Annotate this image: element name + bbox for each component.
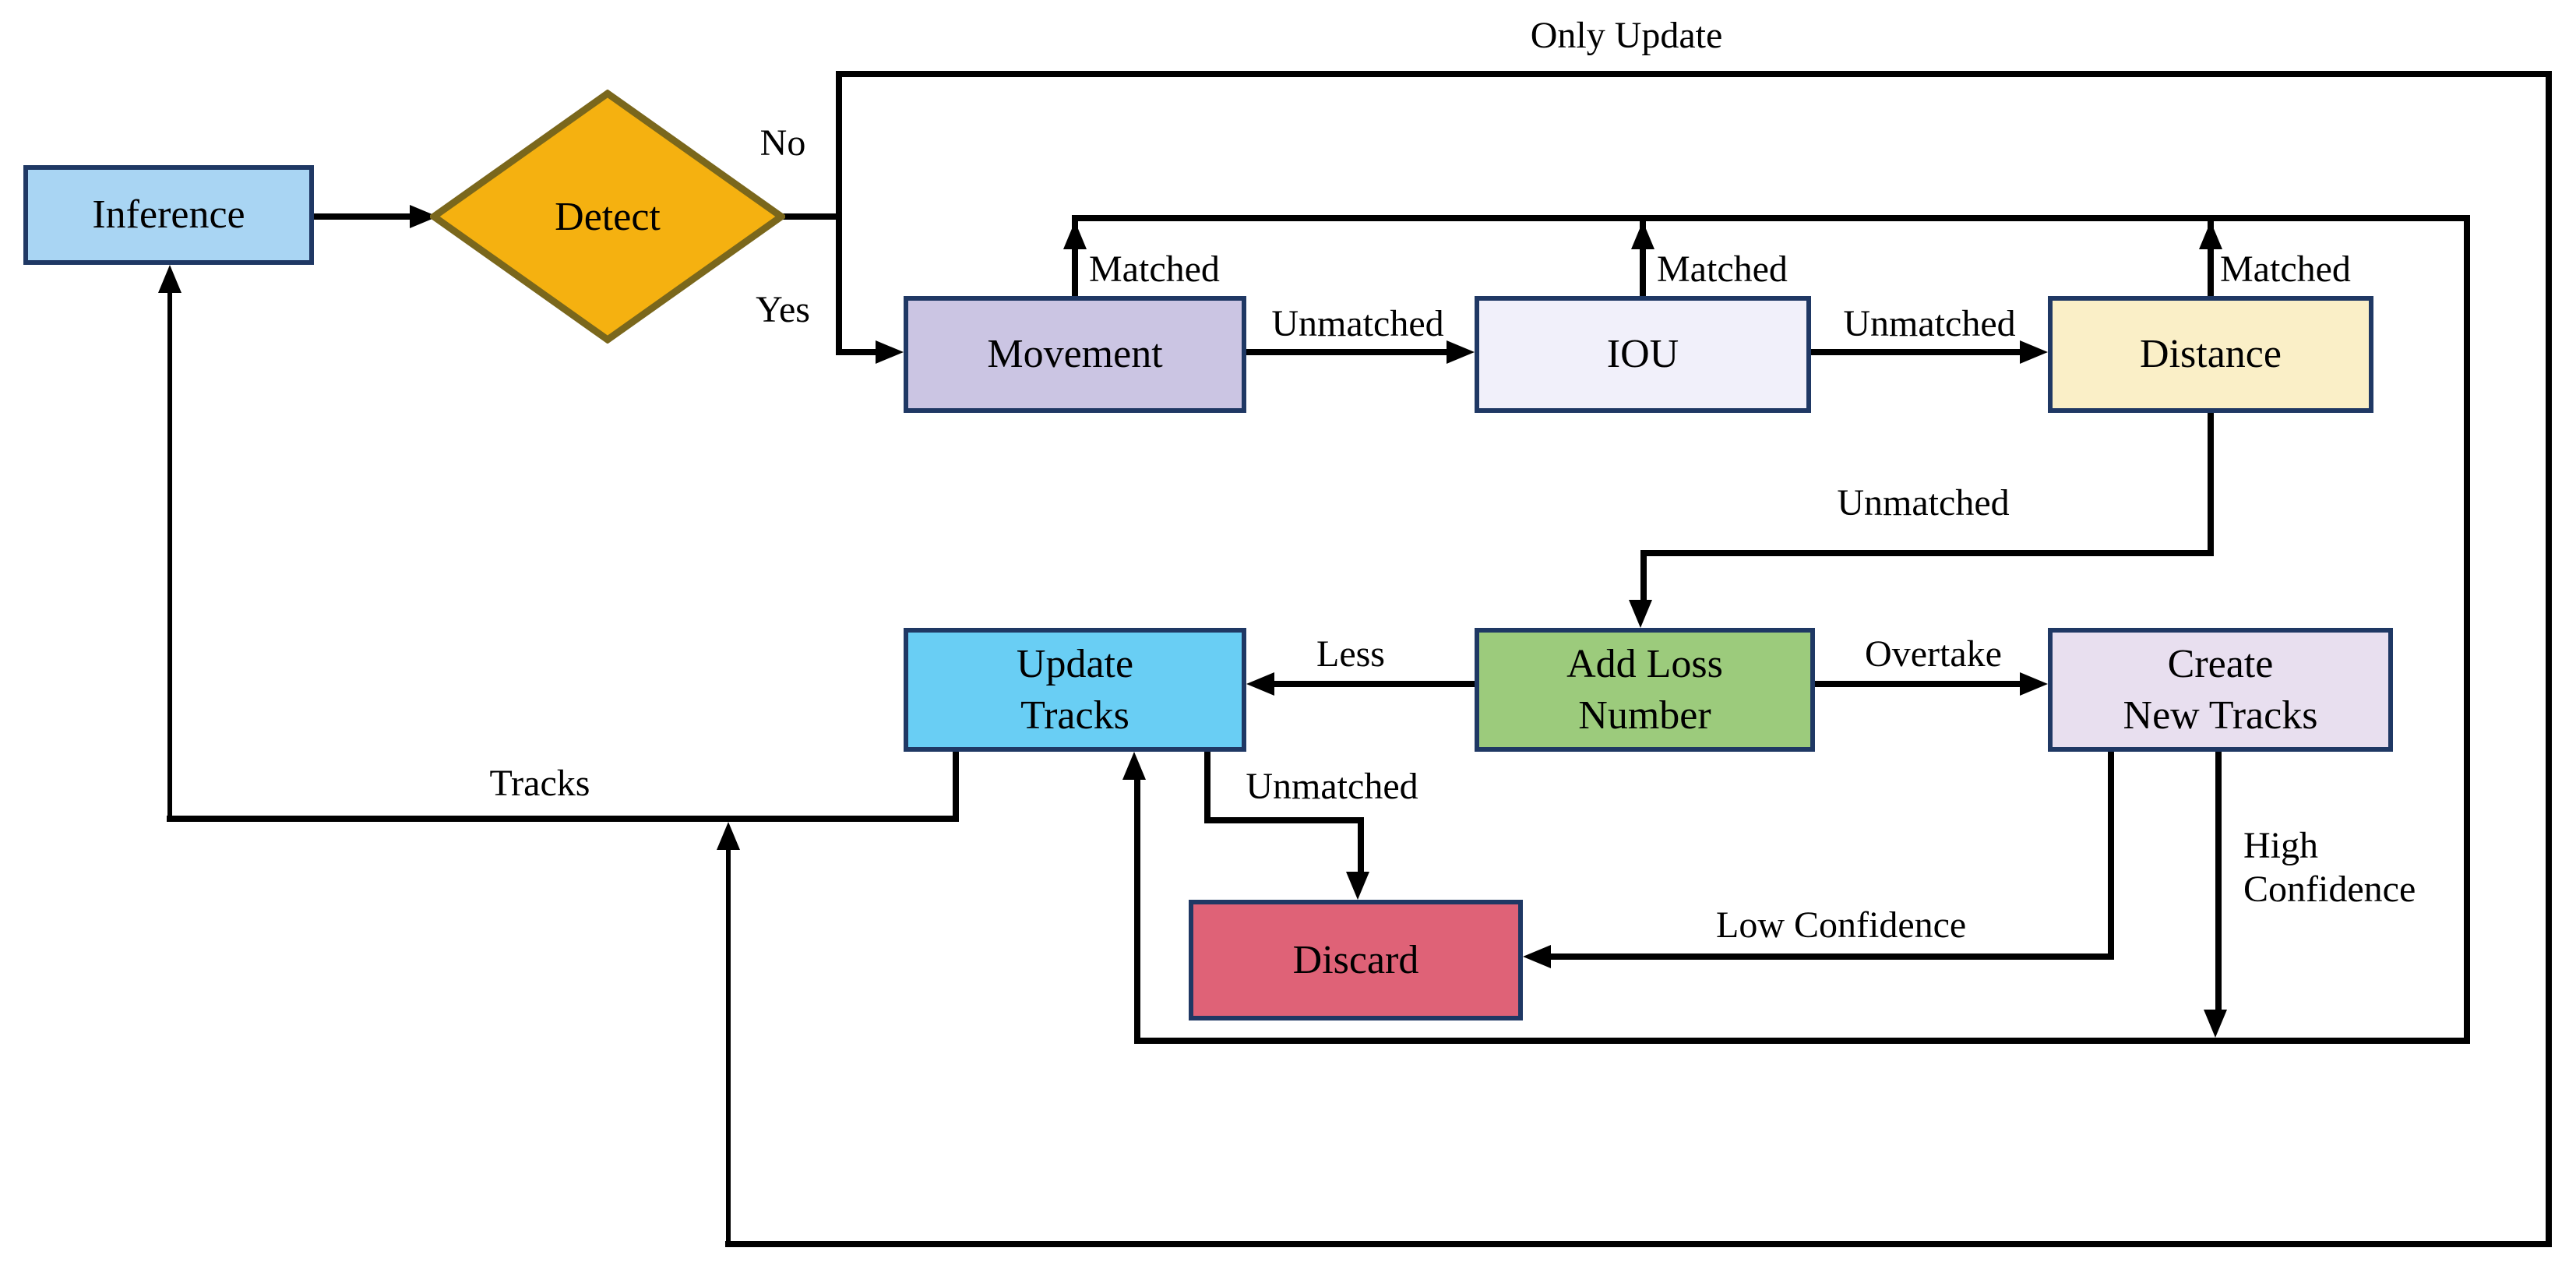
label-low-confidence: Low Confidence [1716,904,1967,946]
arrowhead-high-confidence-down [2204,1010,2227,1038]
node-update-tracks-line1: Update [1016,641,1134,686]
edge-matched-stem-distance [2208,221,2214,296]
arrowhead-matched-iou [1631,221,1654,249]
arrowhead-into-discard-top [1346,872,1369,900]
node-create-new-tracks-line1: Create [2167,641,2274,686]
edge-matched-bus [1072,215,2470,221]
edge-return-up-stem [726,850,731,1244]
node-inference: Inference [23,165,314,265]
arrowhead-into-iou [1447,340,1475,364]
node-movement: Movement [904,296,1246,413]
label-high-confidence: High Confidence [2243,824,2416,911]
node-discard: Discard [1189,900,1523,1020]
edge-update-unmatched-v2 [1358,817,1364,875]
edge-overtake [1815,681,2020,687]
node-update-tracks-line2: Tracks [1020,693,1129,738]
edge-distance-unmatched-h [1640,550,2214,556]
edge-only-update-top [836,71,2552,77]
label-yes: Yes [756,289,810,330]
label-unmatched-iou-distance: Unmatched [1843,303,2016,344]
edge-iou-distance [1811,349,2023,355]
node-add-loss-number: Add Loss Number [1475,628,1815,752]
edge-yes-horizontal [836,349,879,355]
edge-update-tracks-descender [953,752,959,822]
edge-matched-stem-iou [1640,221,1646,296]
arrowhead-into-add-loss [1629,600,1652,628]
arrowhead-less-into-update [1246,672,1274,696]
arrowhead-return-into-tracks-line [717,822,740,850]
edge-low-confidence-horizontal [1551,953,2114,960]
arrowhead-into-inference-bottom [158,265,181,293]
node-add-loss-number-line1: Add Loss [1566,641,1723,686]
edge-distance-unmatched-v1 [2208,413,2214,556]
edge-high-confidence-vertical [2215,752,2222,1013]
label-matched-iou: Matched [1657,249,1788,290]
edge-low-confidence-vertical [2108,752,2114,960]
node-add-loss-number-line2: Number [1578,693,1711,738]
node-distance: Distance [2048,296,2373,413]
label-matched-distance: Matched [2220,249,2351,290]
node-discard-label: Discard [1292,937,1419,982]
node-detect-label: Detect [555,194,661,239]
edge-distance-unmatched-v2 [1640,550,1647,603]
label-tracks: Tracks [489,763,590,804]
edge-update-unmatched-h [1204,817,1364,823]
edge-bottom-return [725,1241,2552,1247]
edge-no-vertical [836,74,842,220]
label-unmatched-movement-iou: Unmatched [1271,303,1444,344]
node-inference-label: Inference [92,192,245,237]
label-less: Less [1316,633,1385,675]
edge-update-return-stem [1134,780,1140,1038]
node-update-tracks: Update Tracks [904,628,1246,752]
node-movement-label: Movement [987,332,1163,376]
label-high-confidence-line1: High [2243,825,2318,866]
arrowhead-low-confidence-into-discard [1523,945,1551,968]
arrowhead-overtake-into-create [2020,672,2048,696]
arrowhead-matched-movement [1063,221,1087,249]
node-detect-diamond [430,90,785,344]
edge-less [1274,681,1475,687]
edge-update-unmatched-v1 [1204,752,1210,823]
arrowhead-into-update-bottom [1122,752,1146,780]
edge-inner-right-vertical [2464,221,2470,1044]
edge-movement-iou [1246,349,1450,355]
node-iou: IOU [1475,296,1811,413]
label-overtake: Overtake [1865,633,2002,675]
arrowhead-yes-into-movement [876,340,904,364]
label-matched-movement: Matched [1089,249,1220,290]
node-create-new-tracks-line2: New Tracks [2123,693,2318,738]
label-unmatched-update-discard: Unmatched [1246,766,1418,807]
edge-junction-horizontal [1134,1038,2470,1044]
edge-matched-stem-movement [1072,221,1078,296]
label-unmatched-distance-down: Unmatched [1837,482,2010,523]
label-only-update: Only Update [1530,15,1723,56]
node-iou-label: IOU [1606,332,1679,376]
edge-right-outer-vertical [2546,71,2552,1247]
arrowhead-matched-distance [2199,221,2222,249]
edge-yes-vertical [836,217,842,355]
arrowhead-into-distance [2020,340,2048,364]
label-high-confidence-line2: Confidence [2243,869,2416,910]
label-no: No [759,122,806,164]
edge-tracks-horizontal [167,816,959,822]
detect-diamond-shape [430,90,785,344]
edge-inference-detect [314,213,416,220]
node-distance-label: Distance [2140,332,2282,376]
edge-detect-out [777,213,842,220]
edge-inference-return-stem [167,293,172,819]
node-create-new-tracks: Create New Tracks [2048,628,2393,752]
